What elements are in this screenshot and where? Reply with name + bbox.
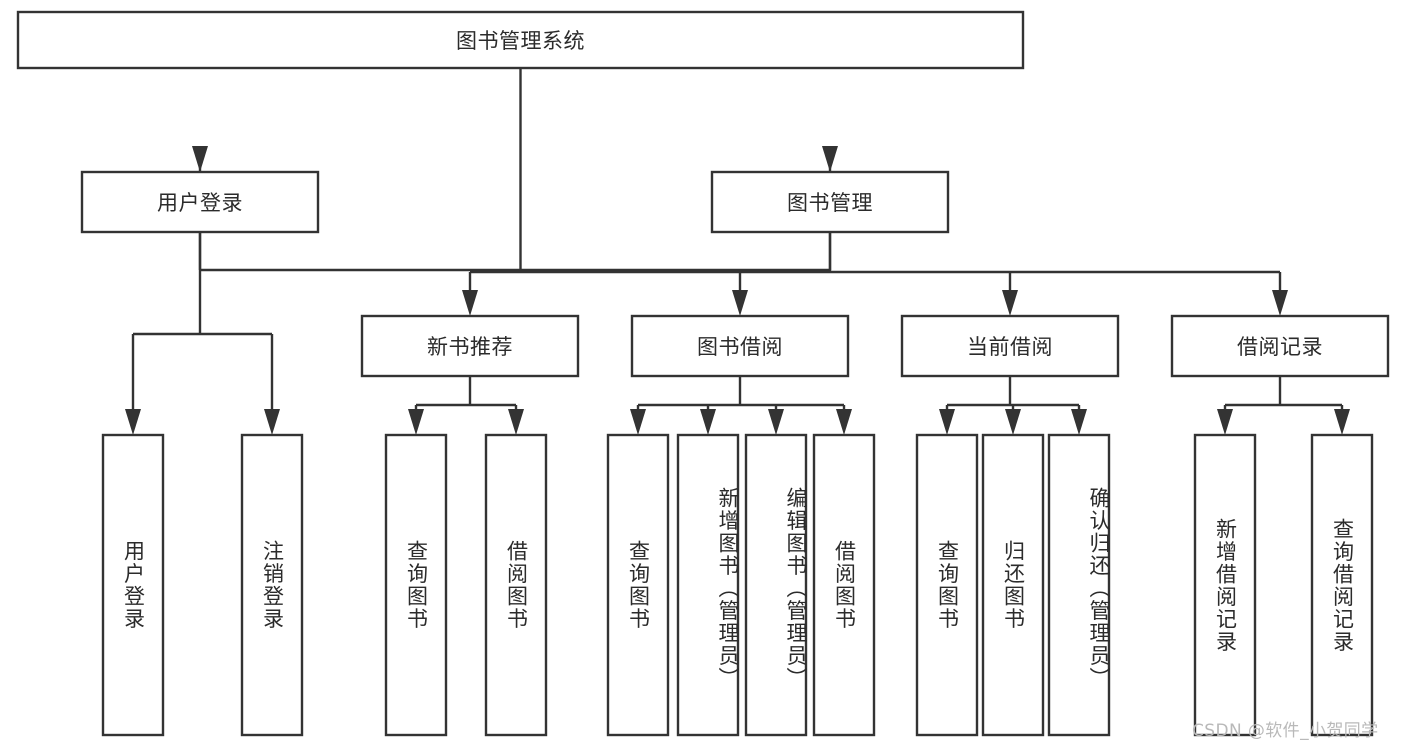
connector-group-current-borrow <box>939 376 1087 435</box>
arrow-head-leaf-return-book <box>1005 409 1021 435</box>
arrow-head-current-borrow <box>1002 290 1018 316</box>
arrow-head-leaf-query-book-1 <box>408 409 424 435</box>
arrow-head-leaf-confirm-return <box>1071 409 1087 435</box>
arrow-head-leaf-edit-book <box>768 409 784 435</box>
node-box-borrow-record[interactable] <box>1170 314 1390 378</box>
arrow-head-leaf-user-logout <box>264 409 280 435</box>
connector-group-book-borrow <box>630 376 852 435</box>
node-box-leaf-borrow-book-2[interactable] <box>812 433 876 737</box>
arrow-head-leaf-borrow-book-1 <box>508 409 524 435</box>
arrow-head-leaf-user-login <box>125 409 141 435</box>
arrow-head-leaf-query-record <box>1334 409 1350 435</box>
node-box-book-borrow[interactable] <box>630 314 850 378</box>
node-box-user-login[interactable] <box>80 170 320 234</box>
node-box-leaf-query-book-1[interactable] <box>384 433 448 737</box>
node-box-leaf-borrow-book-1[interactable] <box>484 433 548 737</box>
node-box-leaf-add-book[interactable] <box>676 433 740 737</box>
arrow-head-leaf-add-book <box>700 409 716 435</box>
connector-group-new-book-recommend <box>408 376 524 435</box>
node-box-leaf-return-book[interactable] <box>981 433 1045 737</box>
arrow-head-leaf-add-record <box>1217 409 1233 435</box>
connector-group-book-management <box>462 232 1288 316</box>
node-box-leaf-user-login[interactable] <box>101 433 165 737</box>
node-box-new-book-recommend[interactable] <box>360 314 580 378</box>
node-box-leaf-query-record[interactable] <box>1310 433 1374 737</box>
node-box-leaf-query-book-2[interactable] <box>606 433 670 737</box>
node-box-current-borrow[interactable] <box>900 314 1120 378</box>
arrow-head-leaf-query-book-3 <box>939 409 955 435</box>
arrow-head-new-book-recommend <box>462 290 478 316</box>
node-box-leaf-add-record[interactable] <box>1193 433 1257 737</box>
csdn-watermark: CSDN @软件_小贺同学 <box>1192 721 1379 741</box>
connector-group-user-login <box>125 232 280 435</box>
node-box-leaf-confirm-return[interactable] <box>1047 433 1111 737</box>
connector-group-borrow-record <box>1217 376 1350 435</box>
node-box-book-management[interactable] <box>710 170 950 234</box>
arrow-head-leaf-query-book-2 <box>630 409 646 435</box>
node-box-leaf-user-logout[interactable] <box>240 433 304 737</box>
arrow-head-leaf-borrow-book-2 <box>836 409 852 435</box>
arrow-head-user-login <box>192 146 208 172</box>
arrow-head-book-borrow <box>732 290 748 316</box>
node-box-leaf-edit-book[interactable] <box>744 433 808 737</box>
arrow-head-book-management <box>822 146 838 172</box>
node-box-leaf-query-book-3[interactable] <box>915 433 979 737</box>
arrow-head-borrow-record <box>1272 290 1288 316</box>
connector-group-root <box>192 68 838 272</box>
node-box-root[interactable] <box>16 10 1025 70</box>
